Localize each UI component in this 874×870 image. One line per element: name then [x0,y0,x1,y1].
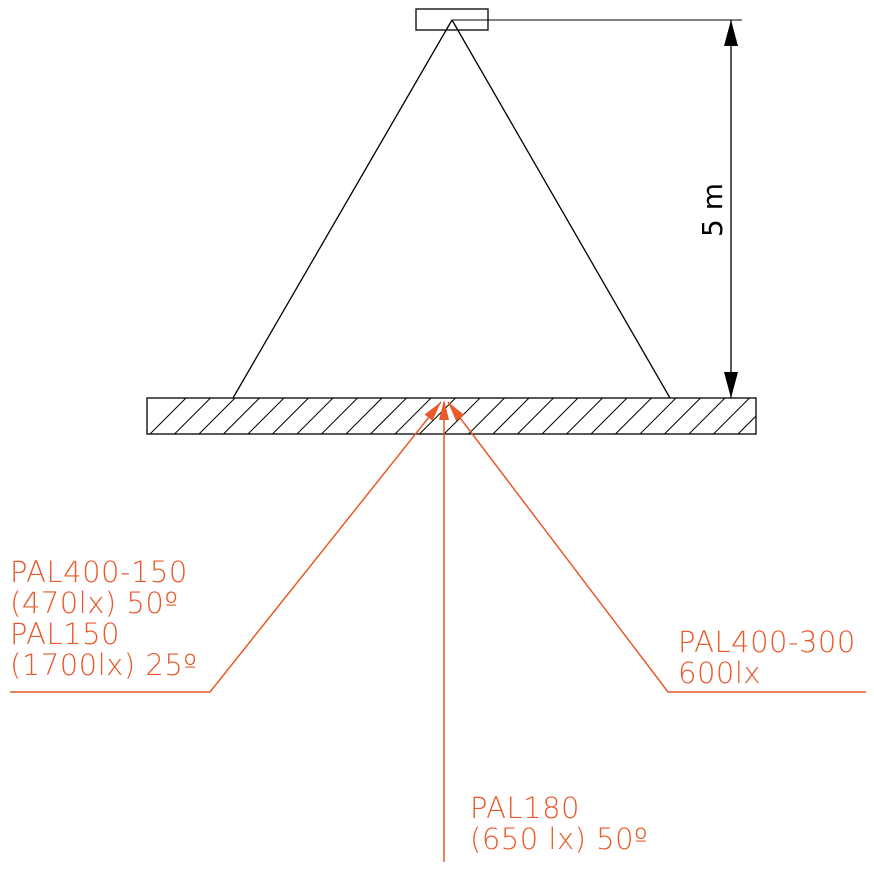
hatch-line [517,398,554,434]
callout-right-line-1: PAL400-300 [678,625,856,659]
leader-left [10,401,442,693]
leader-bottom-arrow-icon [439,400,449,420]
hatch-line [787,398,823,434]
hatch-line [737,415,756,434]
hatch-line [272,398,309,434]
callout-right: PAL400-300 600lx [678,627,856,689]
hatch-line [345,398,383,434]
dimension-label: 5 m [696,183,729,237]
hatch-line [812,398,848,434]
hatch-line [223,398,260,434]
callout-left-line-3: PAL150 [10,617,120,651]
hatch-line [566,398,603,434]
hatch-line [615,398,652,434]
callout-right-line-2: 600lx [678,656,762,690]
hatch-line [468,398,505,434]
callout-left-line-4: (1700lx) 25º [10,648,198,682]
hatch-line [394,398,432,434]
callout-left-line-1: PAL400-150 [10,555,188,589]
hatch-line [296,398,334,434]
hatch-line [174,398,211,434]
callout-bottom-line-1: PAL180 [470,791,580,825]
hatch-line [370,398,407,434]
hatch-line [198,398,236,434]
arrowhead-top-icon [724,20,738,46]
callout-left-line-2: (470lx) 50º [10,586,179,620]
callout-bottom: PAL180 (650 lx) 50º [470,793,648,855]
hatch-line [664,398,701,434]
hatch-line [321,398,358,434]
height-dimension: 5 m [452,19,742,398]
leader-right-arrow-icon [448,402,465,421]
hatch-line [688,398,726,434]
hatch-line [247,398,285,434]
hatch-line [492,398,530,434]
light-cone [232,19,671,399]
leader-right [447,401,866,693]
hatch-line [713,398,750,434]
floor-slab [146,397,848,435]
callout-bottom-line-2: (650 lx) 50º [470,822,649,856]
hatch-line [590,398,628,434]
hatch-line [763,398,799,434]
leader-left-arrow-icon [424,402,441,421]
hatch-line [639,398,677,434]
callout-left: PAL400-150 (470lx) 50º PAL150 (1700lx) 2… [10,557,197,681]
arrowhead-bottom-icon [724,372,738,398]
hatch-line [149,398,187,434]
hatch-line [541,398,579,434]
